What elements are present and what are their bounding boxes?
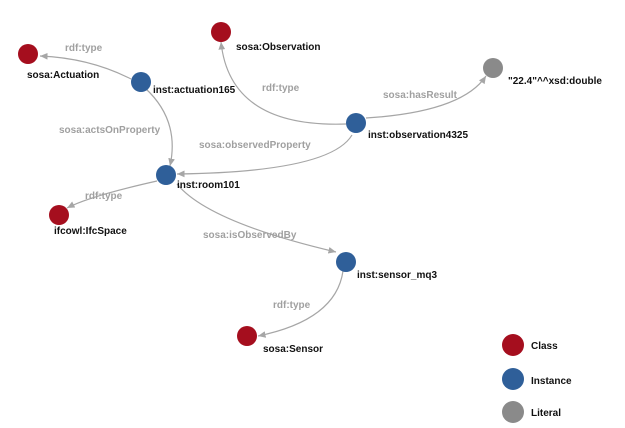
node-sosa-actuation[interactable] xyxy=(18,44,38,64)
legend-instance-label: Instance xyxy=(531,376,572,387)
legend-literal-swatch xyxy=(502,401,524,423)
legend-instance-swatch xyxy=(502,368,524,390)
edge-label-is-observed-by: sosa:isObservedBy xyxy=(203,230,297,241)
legend: Class Instance Literal xyxy=(502,334,572,423)
legend-class-swatch xyxy=(502,334,524,356)
node-literal-value[interactable] xyxy=(483,58,503,78)
node-label-inst-observation4325: inst:observation4325 xyxy=(368,130,468,141)
edge-room-rdf-type xyxy=(66,180,158,209)
node-inst-sensor-mq3[interactable] xyxy=(336,252,356,272)
edge-is-observed-by xyxy=(176,183,337,254)
edge-sensor-rdf-type xyxy=(257,270,344,338)
node-sosa-observation[interactable] xyxy=(211,22,231,42)
node-inst-actuation165[interactable] xyxy=(131,72,151,92)
edge-label-sensor-type: rdf:type xyxy=(273,300,311,311)
edge-observation-rdf-type xyxy=(218,41,347,125)
node-label-literal-value: "22.4"^^xsd:double xyxy=(508,76,602,87)
edge-label-observed-property: sosa:observedProperty xyxy=(199,140,311,151)
edge-actuation-rdf-type xyxy=(39,52,132,80)
edge-label-actuation-type: rdf:type xyxy=(65,43,103,54)
edge-label-acts-on-property: sosa:actsOnProperty xyxy=(59,125,161,136)
legend-literal-label: Literal xyxy=(531,408,561,419)
edge-observed-property xyxy=(176,134,353,178)
legend-class-label: Class xyxy=(531,341,558,352)
node-label-ifcowl-ifcspace: ifcowl:IfcSpace xyxy=(54,226,127,237)
node-sosa-sensor[interactable] xyxy=(237,326,257,346)
node-label-inst-room101: inst:room101 xyxy=(177,180,240,191)
node-inst-room101[interactable] xyxy=(156,165,176,185)
edge-label-has-result: sosa:hasResult xyxy=(383,90,458,101)
edge-label-observation-type: rdf:type xyxy=(262,83,300,94)
node-label-inst-actuation165: inst:actuation165 xyxy=(153,85,236,96)
edge-label-room-type: rdf:type xyxy=(85,191,123,202)
node-ifcowl-ifcspace[interactable] xyxy=(49,205,69,225)
node-label-inst-sensor-mq3: inst:sensor_mq3 xyxy=(357,270,437,281)
node-label-sosa-observation: sosa:Observation xyxy=(236,42,320,53)
edge-has-result xyxy=(365,75,487,119)
node-label-sosa-sensor: sosa:Sensor xyxy=(263,344,323,355)
node-label-sosa-actuation: sosa:Actuation xyxy=(27,70,99,81)
node-inst-observation4325[interactable] xyxy=(346,113,366,133)
edge-acts-on-property xyxy=(144,87,175,167)
